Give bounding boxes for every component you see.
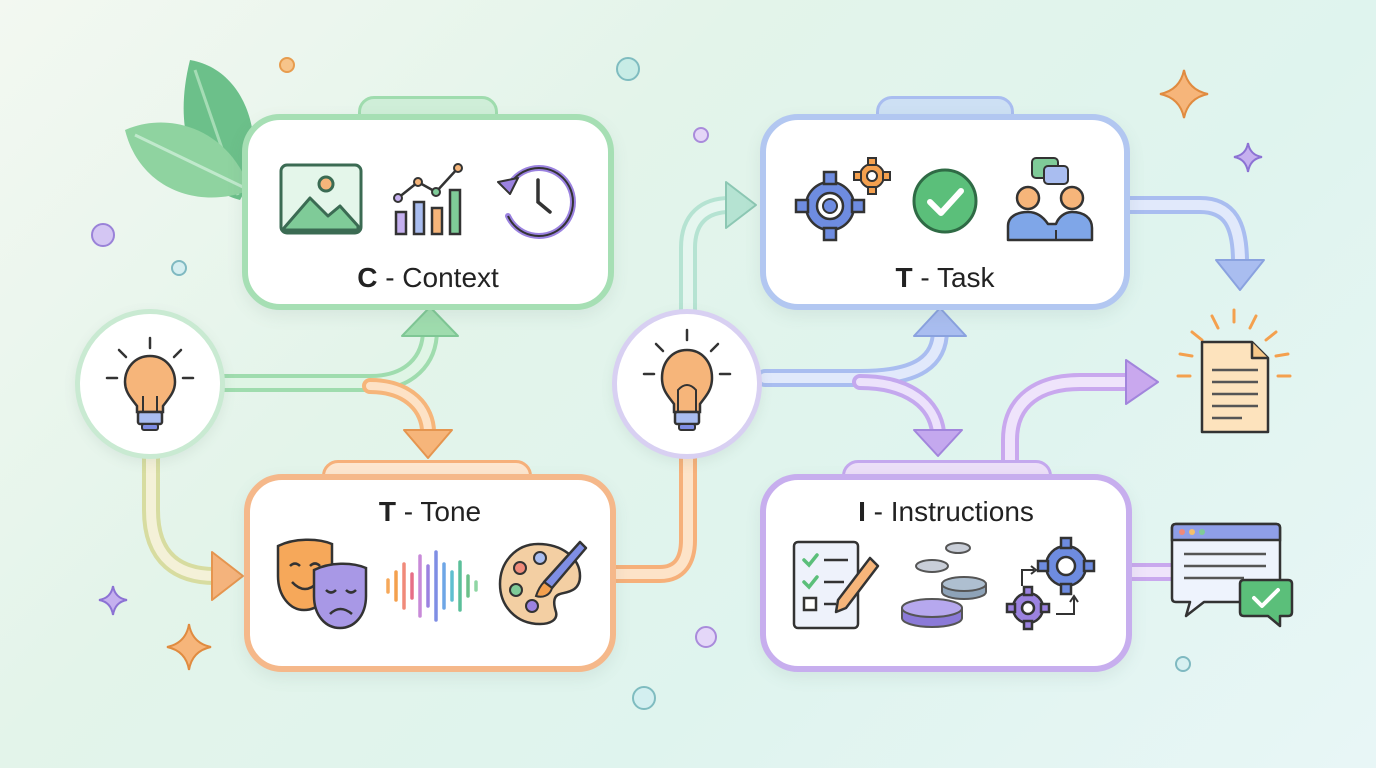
leaf-icon bbox=[125, 60, 254, 200]
task-title: T - Task bbox=[766, 262, 1124, 294]
lightbulb-icon bbox=[642, 328, 732, 431]
context-label: - Context bbox=[377, 262, 499, 293]
chat-window-icon bbox=[1170, 522, 1294, 628]
tone-title: T - Tone bbox=[250, 496, 610, 528]
context-title: C - Context bbox=[248, 262, 608, 294]
sparkle-icon bbox=[98, 69, 1263, 671]
document-icon bbox=[1176, 308, 1292, 434]
collaboration-icon bbox=[1006, 157, 1094, 242]
history-clock-icon bbox=[497, 165, 576, 239]
tone-letter: T bbox=[378, 496, 396, 527]
palette-icon bbox=[498, 540, 588, 626]
database-stack-icon bbox=[901, 542, 987, 628]
sound-wave-icon bbox=[386, 550, 478, 622]
instructions-label: - Instructions bbox=[865, 496, 1034, 527]
instructions-letter: I bbox=[858, 496, 866, 527]
checklist-icon bbox=[792, 540, 880, 630]
instructions-title: I - Instructions bbox=[766, 496, 1126, 528]
decor-dots bbox=[91, 57, 1191, 710]
lightbulb-icon bbox=[105, 336, 195, 431]
gears-icon bbox=[794, 157, 891, 242]
theater-masks-icon bbox=[276, 538, 368, 630]
checkmark-icon bbox=[912, 168, 978, 234]
growth-chart-icon bbox=[393, 163, 463, 236]
task-label: - Task bbox=[912, 262, 995, 293]
context-letter: C bbox=[357, 262, 378, 293]
image-icon bbox=[279, 163, 363, 235]
tone-label: - Tone bbox=[396, 496, 482, 527]
workflow-gears-icon bbox=[1005, 536, 1096, 631]
task-letter: T bbox=[895, 262, 913, 293]
